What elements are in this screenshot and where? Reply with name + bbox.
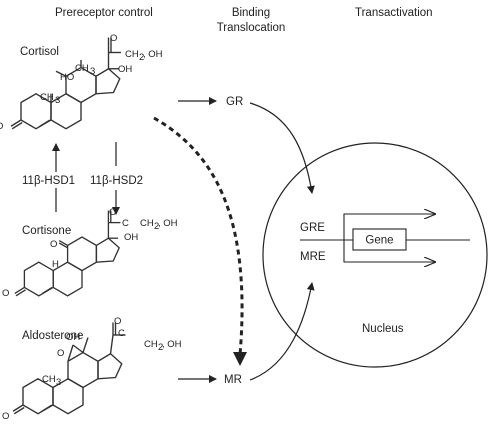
aldosterone-ketone-o: O (2, 411, 9, 422)
cortisone-ch2oh-tail: , OH (158, 218, 178, 229)
cortisol-ch2oh-tail: , OH (143, 49, 163, 60)
aldosterone-ch3: CH (42, 374, 56, 385)
header-prereceptor: Prereceptor control (55, 7, 153, 19)
cortisone-17-oh: OH (124, 232, 138, 243)
aldosterone-ch2oh-sub: 2 (158, 342, 163, 353)
cortisol-structure (10, 37, 121, 130)
cortisone-11-o: O (50, 239, 57, 250)
cortisol-17-oh: OH (118, 64, 132, 75)
aldosterone-c: C (118, 328, 125, 339)
gr-label: GR (226, 96, 243, 108)
aldosterone-ch2oh-tail: , OH (162, 339, 182, 350)
cortisol-ch3-a: CH (40, 92, 54, 103)
cortisone-label: Cortisone (22, 225, 71, 237)
header-binding: Binding (232, 7, 270, 19)
aldosterone-structure (12, 322, 126, 415)
mr-label: MR (224, 374, 242, 386)
gre-transcription-arrow (343, 214, 435, 240)
gr-to-nucleus-arrow (249, 102, 315, 194)
cortisol-ch3-b: CH (75, 63, 89, 74)
cortisol-ch3-b-sub: 3 (90, 66, 95, 77)
cortisone-c20-o: O (109, 207, 116, 218)
mre-transcription-arrow (343, 240, 435, 262)
cortisol-to-mr-arrowhead (233, 352, 247, 366)
aldosterone-ch3-sub: 3 (56, 377, 61, 388)
aldosterone-label: Aldosterone (22, 330, 83, 342)
mr-to-nucleus-arrow (249, 282, 315, 381)
cortisone-ch2oh: CH (140, 218, 154, 229)
gene-label: Gene (365, 235, 393, 247)
hsd2-label: 11β-HSD2 (90, 175, 143, 187)
cortisone-ch2oh-sub: 2 (154, 221, 159, 232)
aldosterone-c20-o: O (114, 316, 121, 327)
cortisone-c: C (122, 218, 129, 229)
cortisone-h: H (52, 259, 59, 270)
nucleus-label: Nucleus (362, 323, 404, 335)
aldosterone-bridge-o: O (57, 348, 64, 359)
cortisol-to-mr-dashed-arrow (153, 116, 244, 356)
cortisone-structure (14, 210, 121, 297)
aldosterone-ch2oh: CH (144, 339, 158, 350)
cortisol-label: Cortisol (20, 46, 59, 58)
header-translocation: Translocation (217, 22, 286, 34)
aldosterone-oh: OH (66, 332, 80, 343)
cortisol-ch3-a-sub: 3 (55, 95, 60, 106)
cortisol-ketone-o: O (0, 121, 3, 132)
header-transactivation: Transactivation (355, 7, 433, 19)
gene-box (352, 228, 407, 251)
hsd1-label: 11β-HSD1 (22, 175, 75, 187)
cortisol-c20-o: O (110, 33, 117, 44)
cortisol-ch2oh-sub: 2 (139, 52, 144, 63)
gre-label: GRE (300, 222, 325, 234)
nucleus-circle (262, 142, 488, 368)
cortisone-ketone-o: O (2, 288, 9, 299)
cortisol-11-oh: HO (60, 72, 74, 83)
mre-label: MRE (300, 251, 326, 263)
cortisol-ch2oh: CH (125, 49, 139, 60)
